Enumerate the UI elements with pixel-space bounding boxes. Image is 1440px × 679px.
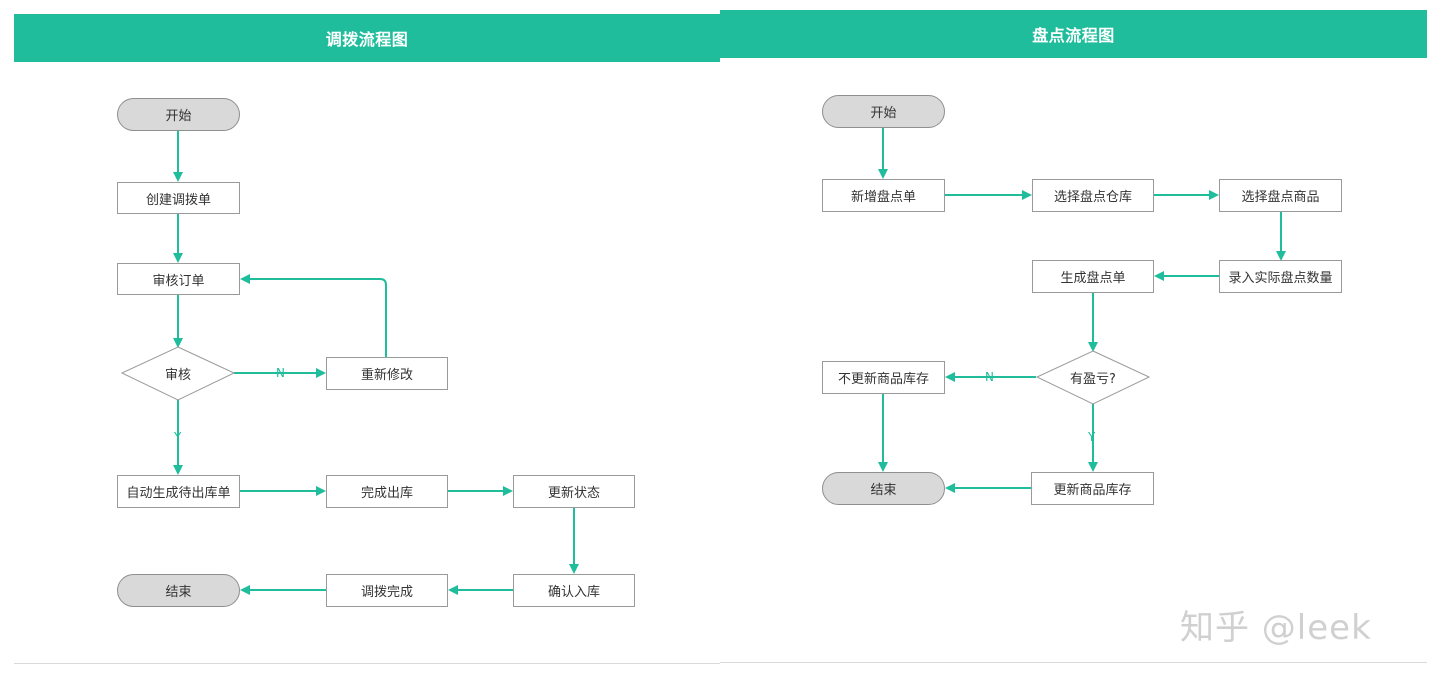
profit-loss-decision-diamond [1035, 350, 1151, 405]
transfer-done-node: 调拨完成 [326, 574, 448, 607]
review-order-node: 审核订单 [117, 263, 240, 295]
left-start-node: 开始 [117, 98, 240, 131]
zhihu-watermark: 知乎 @leek [1180, 608, 1372, 648]
right-bottom-divider [720, 662, 1427, 663]
create-transfer-node: 创建调拨单 [117, 182, 240, 214]
generate-count-node: 生成盘点单 [1032, 260, 1154, 293]
update-stock-node: 更新商品库存 [1031, 472, 1154, 505]
profit-loss-label: 有盈亏? [1070, 371, 1116, 387]
left-bottom-divider [14, 663, 720, 664]
right-end-node: 结束 [822, 472, 945, 505]
right-start-node: 开始 [822, 95, 945, 128]
revise-node: 重新修改 [326, 357, 448, 390]
confirm-inbound-node: 确认入库 [513, 574, 635, 607]
auto-outbound-node: 自动生成待出库单 [117, 475, 240, 508]
transfer-flow-title: 调拨流程图 [14, 14, 720, 62]
select-warehouse-node: 选择盘点仓库 [1032, 179, 1154, 212]
select-goods-node: 选择盘点商品 [1219, 179, 1342, 212]
edge-revise-review [240, 274, 387, 357]
enter-quantity-node: 录入实际盘点数量 [1219, 260, 1342, 293]
complete-outbound-node: 完成出库 [326, 475, 448, 508]
review-decision-diamond [120, 346, 236, 401]
right-yes-label: Y [1088, 430, 1096, 444]
right-no-label: N [985, 370, 994, 384]
left-yes-label: Y [174, 430, 182, 444]
new-count-node: 新增盘点单 [822, 179, 945, 212]
left-no-label: N [276, 366, 285, 380]
review-decision-label: 审核 [164, 367, 191, 383]
left-end-node: 结束 [117, 574, 240, 607]
inventory-count-title: 盘点流程图 [720, 10, 1427, 58]
update-status-node: 更新状态 [513, 475, 635, 508]
no-update-stock-node: 不更新商品库存 [822, 361, 945, 394]
